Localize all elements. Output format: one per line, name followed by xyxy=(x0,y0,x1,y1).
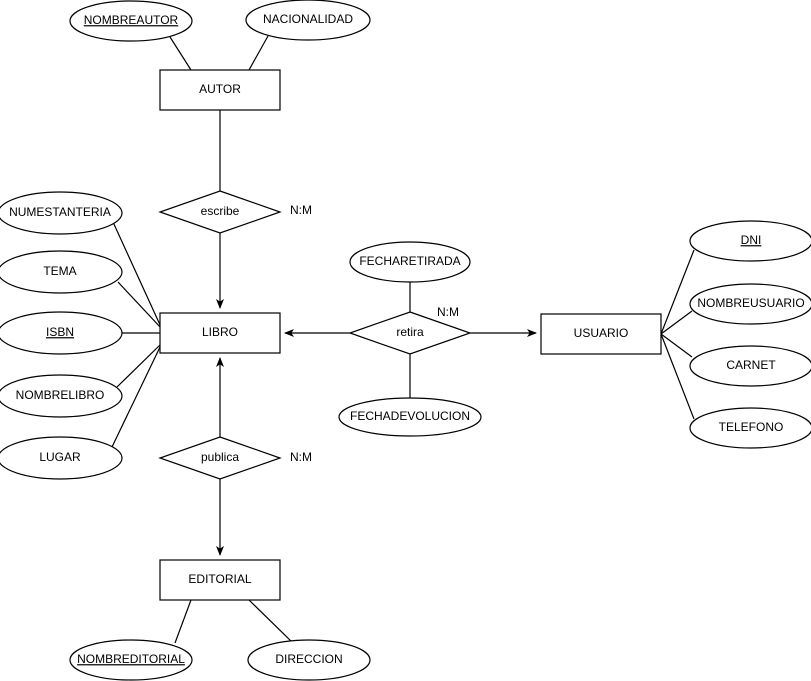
connector-carnet-usuario xyxy=(660,333,693,358)
attribute-ellipse xyxy=(689,220,811,262)
connector-nacionalidad-autor xyxy=(248,35,269,71)
connector-tema-libro xyxy=(117,281,162,329)
attribute-fecharetirada[interactable]: FECHARETIRADA xyxy=(349,241,471,283)
attribute-nombreusuario[interactable]: NOMBREUSUARIO xyxy=(689,283,811,325)
entity-box xyxy=(540,313,662,355)
attribute-label: LUGAR xyxy=(39,450,81,464)
attribute-telefono[interactable]: TELEFONO xyxy=(689,407,811,449)
attribute-tema[interactable]: TEMA xyxy=(0,250,123,294)
attribute-label: NUMESTANTERIA xyxy=(9,205,111,219)
cardinality-label-publica: N:M xyxy=(290,450,312,464)
relationship-label: escribe xyxy=(201,204,240,218)
attribute-ellipse xyxy=(349,241,471,283)
attribute-fechadevolucion[interactable]: FECHADEVOLUCION xyxy=(338,397,482,437)
attribute-label: FECHARETIRADA xyxy=(359,254,460,268)
relationship-escribe[interactable]: escribe N:M xyxy=(158,190,312,234)
connector-dni-usuario xyxy=(660,249,695,335)
attribute-label: NOMBRELIBRO xyxy=(16,388,105,402)
attribute-label: NACIONALIDAD xyxy=(263,12,353,26)
attribute-isbn[interactable]: ISBN xyxy=(0,311,123,355)
attribute-ellipse xyxy=(0,374,123,418)
connector-nombrelibro-libro xyxy=(116,343,162,388)
attribute-label: DIRECCION xyxy=(275,652,342,666)
attribute-ellipse xyxy=(0,311,123,355)
attribute-direccion[interactable]: DIRECCION xyxy=(247,639,371,681)
attribute-ellipse xyxy=(69,639,193,681)
entity-label: AUTOR xyxy=(199,82,241,96)
entity-usuario[interactable]: USUARIO xyxy=(540,313,662,355)
entity-label: USUARIO xyxy=(574,326,629,340)
attribute-nombrelibro[interactable]: NOMBRELIBRO xyxy=(0,374,123,418)
attribute-nombreautor[interactable]: NOMBREAUTOR xyxy=(69,0,193,42)
entity-box xyxy=(159,312,281,354)
attribute-label: TELEFONO xyxy=(719,420,784,434)
entity-box xyxy=(159,559,281,601)
relationship-diamond xyxy=(158,436,282,480)
attribute-carnet[interactable]: CARNET xyxy=(689,345,811,387)
attribute-label: TEMA xyxy=(43,264,76,278)
attribute-ellipse xyxy=(69,0,193,42)
connector-lugar-libro xyxy=(111,344,162,448)
attribute-ellipse xyxy=(247,639,371,681)
relationship-label: retira xyxy=(396,325,424,339)
attribute-label: ISBN xyxy=(46,325,74,339)
attribute-lugar[interactable]: LUGAR xyxy=(0,436,123,480)
relationship-retira[interactable]: retira N:M xyxy=(348,305,472,355)
attribute-label: NOMBREDITORIAL xyxy=(77,652,185,666)
attribute-label: CARNET xyxy=(726,358,776,372)
attribute-numestanteria[interactable]: NUMESTANTERIA xyxy=(0,191,123,235)
attribute-label: NOMBREUSUARIO xyxy=(697,296,804,310)
attribute-ellipse xyxy=(0,250,123,294)
relationship-label: publica xyxy=(201,450,239,464)
connector-telefono-usuario xyxy=(660,333,695,420)
attribute-dni[interactable]: DNI xyxy=(689,220,811,262)
attribute-ellipse xyxy=(245,0,371,41)
connector-nombreusuario-usuario xyxy=(660,310,693,335)
attribute-nacionalidad[interactable]: NACIONALIDAD xyxy=(245,0,371,41)
attribute-ellipse xyxy=(689,407,811,449)
connector-nombreautor-autor xyxy=(169,36,192,71)
attribute-ellipse xyxy=(0,191,123,235)
attribute-label: DNI xyxy=(741,233,762,247)
relationship-connectors xyxy=(216,110,537,556)
attribute-ellipse xyxy=(338,397,482,437)
relationship-diamond xyxy=(158,190,282,234)
cardinality-label-escribe: N:M xyxy=(290,203,312,217)
entity-libro[interactable]: LIBRO xyxy=(159,312,281,354)
attribute-ellipse xyxy=(0,436,123,480)
entity-label: EDITORIAL xyxy=(188,572,251,586)
attribute-label: NOMBREAUTOR xyxy=(84,13,179,27)
attribute-nombreditorial[interactable]: NOMBREDITORIAL xyxy=(69,639,193,681)
connector-numestanteria-libro xyxy=(112,221,162,328)
entity-autor[interactable]: AUTOR xyxy=(159,69,281,111)
relationships-group: escribe N:M retira N:M publica N:M xyxy=(158,190,472,480)
entity-label: LIBRO xyxy=(202,325,238,339)
attribute-ellipse xyxy=(689,345,811,387)
cardinality-label-retira: N:M xyxy=(437,305,459,319)
entity-editorial[interactable]: EDITORIAL xyxy=(159,559,281,601)
entities-group: AUTOR LIBRO USUARIO EDITORIAL xyxy=(159,69,662,601)
attribute-ellipse xyxy=(689,283,811,325)
relationship-diamond xyxy=(348,311,472,355)
connector-nombreditorial-editorial xyxy=(174,599,192,644)
relationship-publica[interactable]: publica N:M xyxy=(158,436,312,480)
connector-direccion-editorial xyxy=(248,599,294,644)
attribute-connectors xyxy=(111,35,695,644)
entity-box xyxy=(159,69,281,111)
attribute-label: FECHADEVOLUCION xyxy=(350,409,470,423)
